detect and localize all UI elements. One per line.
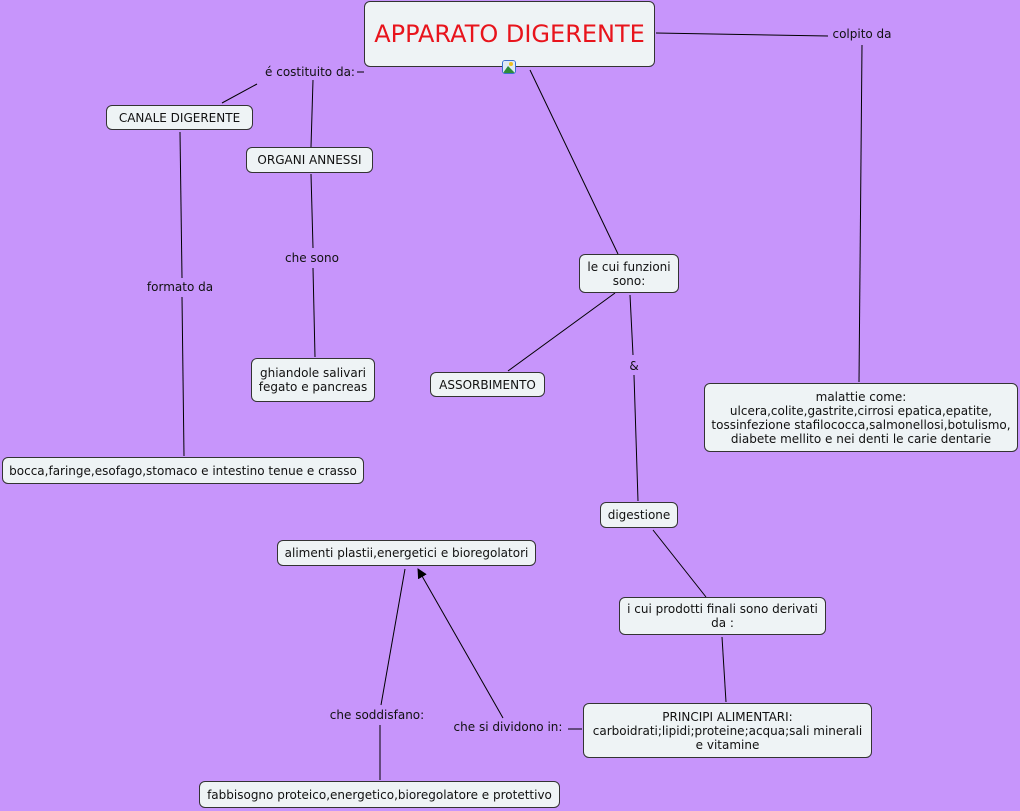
node-malattie[interactable]: malattie come: ulcera,colite,gastrite,ci… xyxy=(704,383,1018,452)
link-line xyxy=(858,44,863,383)
link-line xyxy=(629,294,634,356)
node-principi-alimentari[interactable]: PRINCIPI ALIMENTARI: carboidrati;lipidi;… xyxy=(583,703,872,758)
link-line xyxy=(312,267,316,358)
link-line xyxy=(633,374,639,502)
node-funzioni[interactable]: le cui funzioni sono: xyxy=(579,254,679,293)
node-bocca[interactable]: bocca,faringe,esofago,stomaco e intestin… xyxy=(2,457,364,484)
link-line xyxy=(310,79,314,148)
link-line xyxy=(380,568,406,706)
node-canale-digerente[interactable]: CANALE DIGERENTE xyxy=(106,105,253,130)
link-line xyxy=(529,69,619,255)
link-line xyxy=(721,636,727,703)
link-label-and[interactable]: & xyxy=(627,359,641,373)
link-line xyxy=(310,173,314,249)
node-digestione[interactable]: digestione xyxy=(600,502,678,528)
main-concept-node[interactable]: APPARATO DIGERENTE xyxy=(364,1,655,67)
image-icon[interactable] xyxy=(502,60,516,74)
link-label-formato[interactable]: formato da xyxy=(144,280,216,294)
link-line xyxy=(507,292,616,372)
link-label-soddisfano[interactable]: che soddisfano: xyxy=(327,708,427,722)
node-alimenti[interactable]: alimenti plastii,energetici e bioregolat… xyxy=(277,540,536,566)
link-label-colpito[interactable]: colpito da xyxy=(830,27,894,41)
link-label-costituito[interactable]: é costituito da: xyxy=(263,65,357,79)
link-line xyxy=(652,529,707,598)
node-ghiandole[interactable]: ghiandole salivari fegato e pancreas xyxy=(251,358,375,402)
node-fabbisogno[interactable]: fabbisogno proteico,energetico,bioregola… xyxy=(199,781,560,808)
link-line xyxy=(181,296,185,457)
main-concept-label: APPARATO DIGERENTE xyxy=(374,20,645,48)
node-prodotti[interactable]: i cui prodotti finali sono derivati da : xyxy=(619,597,826,635)
link-label-dividono[interactable]: che si dividono in: xyxy=(451,720,565,734)
node-assorbimento[interactable]: ASSORBIMENTO xyxy=(430,372,545,397)
arrow-line xyxy=(417,568,504,719)
link-line xyxy=(179,131,183,279)
link-label-che-sono[interactable]: che sono xyxy=(283,251,341,265)
link-line xyxy=(655,32,829,37)
node-organi-annessi[interactable]: ORGANI ANNESSI xyxy=(246,147,373,173)
link-line xyxy=(221,83,258,104)
